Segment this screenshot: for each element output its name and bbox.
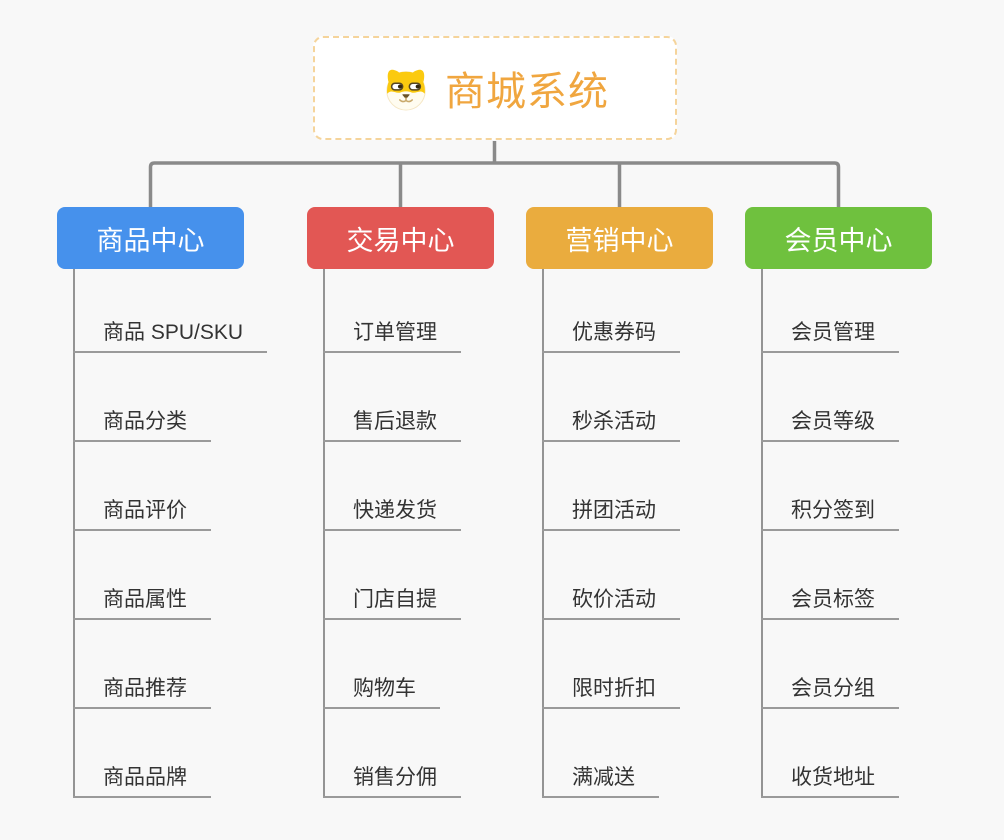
child-topic-item[interactable]: 门店自提 bbox=[323, 531, 461, 620]
outer-branch-connector-line bbox=[148, 161, 841, 208]
child-topic-item[interactable]: 满减送 bbox=[542, 709, 659, 798]
branch-items-product-center: 商品 SPU/SKU 商品分类 商品评价 商品属性 商品推荐 商品品牌 bbox=[73, 269, 268, 798]
branch-header-trade-center[interactable]: 交易中心 bbox=[307, 207, 494, 269]
child-topic-item[interactable]: 商品 SPU/SKU bbox=[73, 269, 268, 353]
child-topic-item[interactable]: 会员管理 bbox=[761, 269, 899, 353]
child-topic-item[interactable]: 购物车 bbox=[323, 620, 440, 709]
child-topic-item[interactable]: 会员等级 bbox=[761, 353, 899, 442]
child-topic-item[interactable]: 会员标签 bbox=[761, 531, 899, 620]
branch-items-member-center: 会员管理 会员等级 积分签到 会员标签 会员分组 收货地址 bbox=[761, 269, 899, 798]
child-topic-item[interactable]: 售后退款 bbox=[323, 353, 461, 442]
child-topic-item[interactable]: 会员分组 bbox=[761, 620, 899, 709]
child-topic-item[interactable]: 限时折扣 bbox=[542, 620, 680, 709]
branch-spine-line bbox=[73, 269, 75, 798]
branch-items-marketing-center: 优惠券码 秒杀活动 拼团活动 砍价活动 限时折扣 满减送 bbox=[542, 269, 680, 798]
child-topic-item[interactable]: 快递发货 bbox=[323, 442, 461, 531]
branch-spine-line bbox=[761, 269, 763, 798]
child-topic-item[interactable]: 商品评价 bbox=[73, 442, 211, 531]
child-topic-item[interactable]: 销售分佣 bbox=[323, 709, 461, 798]
child-topic-item[interactable]: 积分签到 bbox=[761, 442, 899, 531]
branch-trade-center: 交易中心 订单管理 售后退款 快递发货 门店自提 购物车 销售分佣 bbox=[307, 207, 494, 798]
root-node[interactable]: 商城系统 bbox=[313, 36, 677, 140]
child-topic-item[interactable]: 砍价活动 bbox=[542, 531, 680, 620]
branch-header-product-center[interactable]: 商品中心 bbox=[57, 207, 244, 269]
child-topic-item[interactable]: 商品分类 bbox=[73, 353, 211, 442]
child-topic-item[interactable]: 订单管理 bbox=[323, 269, 461, 353]
child-topic-item[interactable]: 商品推荐 bbox=[73, 620, 211, 709]
child-topic-item[interactable]: 商品属性 bbox=[73, 531, 211, 620]
branch-spine-line bbox=[323, 269, 325, 798]
branch-items-trade-center: 订单管理 售后退款 快递发货 门店自提 购物车 销售分佣 bbox=[323, 269, 461, 798]
dog-face-logo-icon bbox=[381, 65, 431, 111]
branch-member-center: 会员中心 会员管理 会员等级 积分签到 会员标签 会员分组 收货地址 bbox=[745, 207, 932, 798]
branch-product-center: 商品中心 商品 SPU/SKU 商品分类 商品评价 商品属性 商品推荐 商品品牌 bbox=[57, 207, 268, 798]
child-topic-item[interactable]: 优惠券码 bbox=[542, 269, 680, 353]
branch-header-member-center[interactable]: 会员中心 bbox=[745, 207, 932, 269]
child-topic-item[interactable]: 收货地址 bbox=[761, 709, 899, 798]
child-topic-item[interactable]: 拼团活动 bbox=[542, 442, 680, 531]
branch-header-marketing-center[interactable]: 营销中心 bbox=[526, 207, 713, 269]
child-topic-item[interactable]: 秒杀活动 bbox=[542, 353, 680, 442]
root-label: 商城系统 bbox=[445, 70, 609, 114]
branch-spine-line bbox=[542, 269, 544, 798]
branch-marketing-center: 营销中心 优惠券码 秒杀活动 拼团活动 砍价活动 限时折扣 满减送 bbox=[526, 207, 713, 798]
child-topic-item[interactable]: 商品品牌 bbox=[73, 709, 211, 798]
